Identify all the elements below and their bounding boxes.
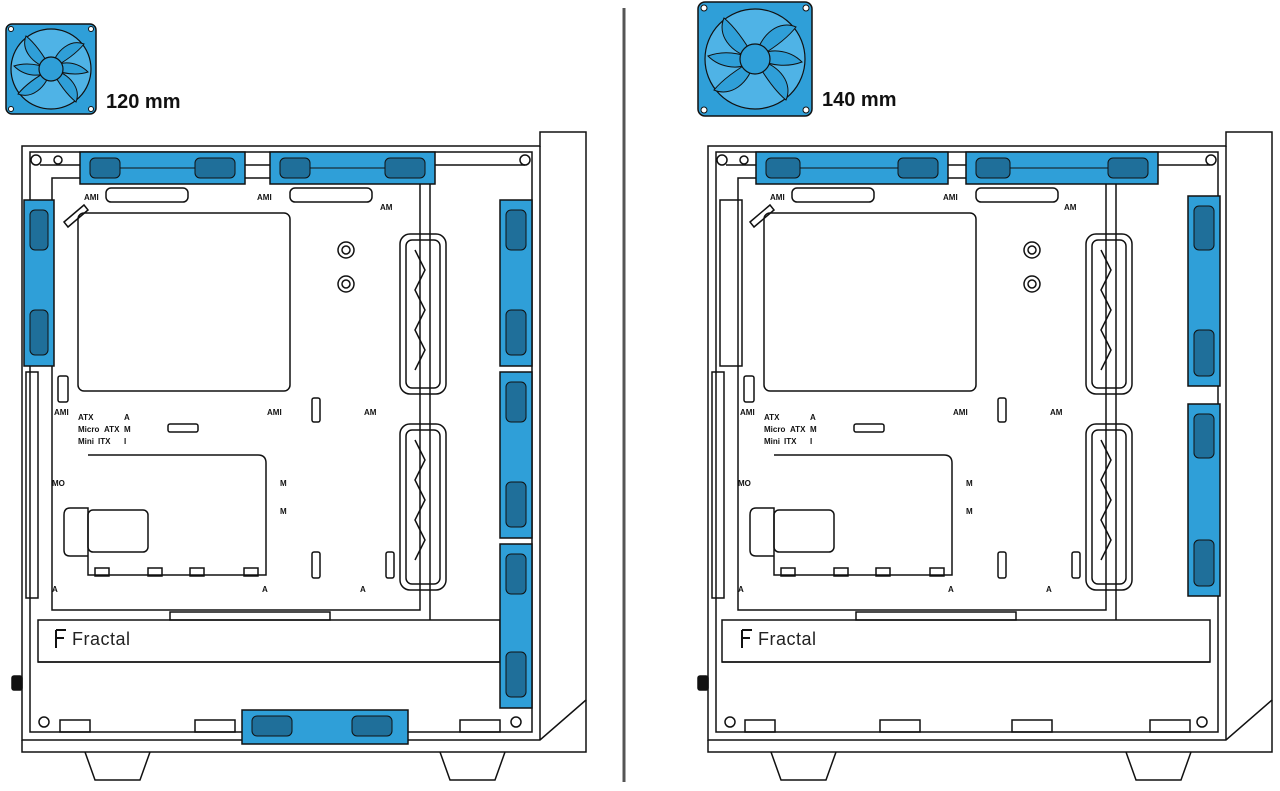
label-micro: Micro — [78, 425, 99, 434]
label-m: M — [280, 479, 287, 488]
label-mo: MO — [738, 479, 751, 488]
label-a: A — [738, 585, 744, 594]
label-am: AM — [1050, 408, 1063, 417]
label-ami: AMI — [740, 408, 755, 417]
label-a: A — [948, 585, 954, 594]
front-fan-slot-1 — [499, 199, 533, 367]
label-a: A — [360, 585, 366, 594]
label-code-i: I — [810, 437, 812, 446]
label-m: M — [966, 479, 973, 488]
label-code-m: M — [810, 425, 817, 434]
label-m: M — [280, 507, 287, 516]
label-micro-atx: ATX — [790, 425, 806, 434]
front-fan-slot-3 — [499, 543, 533, 709]
brand-logo-icon — [55, 629, 752, 648]
label-ami: AMI — [267, 408, 282, 417]
label-code-a: A — [124, 413, 130, 422]
label-micro-atx: ATX — [104, 425, 120, 434]
mount-labels-right: AMI AMI AM AMI AMI AM MO M M A A A ATX M… — [738, 193, 1077, 594]
rear-fan-slot — [23, 199, 55, 367]
label-am: AM — [364, 408, 377, 417]
fan-140mm-icon — [697, 1, 813, 117]
panel-120mm: AMI AMI AM AMI AMI AM MO M M A A A ATX M… — [5, 23, 587, 781]
label-atx: ATX — [78, 413, 94, 422]
label-a: A — [262, 585, 268, 594]
front-fan-slot-2 — [499, 371, 533, 539]
label-a: A — [1046, 585, 1052, 594]
label-ami: AMI — [257, 193, 272, 202]
label-code-a: A — [810, 413, 816, 422]
top-fan-slot-1 — [755, 151, 949, 185]
front-fan-slot-2 — [1187, 403, 1221, 597]
label-m: M — [966, 507, 973, 516]
front-fan-slot-1 — [1187, 195, 1221, 387]
label-am: AM — [1064, 203, 1077, 212]
top-fan-slot-2 — [269, 151, 436, 185]
label-ami: AMI — [770, 193, 785, 202]
label-atx: ATX — [764, 413, 780, 422]
mount-labels-left: AMI AMI AM AMI AMI AM MO M M A A A ATX M… — [52, 193, 393, 594]
fan-size-label-120: 120 mm — [106, 91, 181, 113]
label-ami: AMI — [54, 408, 69, 417]
label-mini: Mini — [764, 437, 780, 446]
bottom-fan-slot — [241, 709, 409, 745]
label-micro: Micro — [764, 425, 785, 434]
label-mini: Mini — [78, 437, 94, 446]
label-code-i: I — [124, 437, 126, 446]
label-mini-itx: ITX — [98, 437, 111, 446]
top-fan-slot-2 — [965, 151, 1159, 185]
brand-name-left: Fractal — [72, 629, 131, 649]
label-am: AM — [380, 203, 393, 212]
panel-140mm: AMI AMI AM AMI AMI AM MO M M A A A ATX M… — [697, 1, 1273, 781]
fan-size-label-140: 140 mm — [822, 89, 897, 111]
label-mo: MO — [52, 479, 65, 488]
label-mini-itx: ITX — [784, 437, 797, 446]
brand-name-right: Fractal — [758, 629, 817, 649]
label-ami: AMI — [84, 193, 99, 202]
label-ami: AMI — [953, 408, 968, 417]
label-a: A — [52, 585, 58, 594]
label-code-m: M — [124, 425, 131, 434]
label-ami: AMI — [943, 193, 958, 202]
fan-120mm-icon — [5, 23, 97, 115]
case-outline-right — [697, 131, 1273, 781]
top-fan-slot-1 — [79, 151, 246, 185]
